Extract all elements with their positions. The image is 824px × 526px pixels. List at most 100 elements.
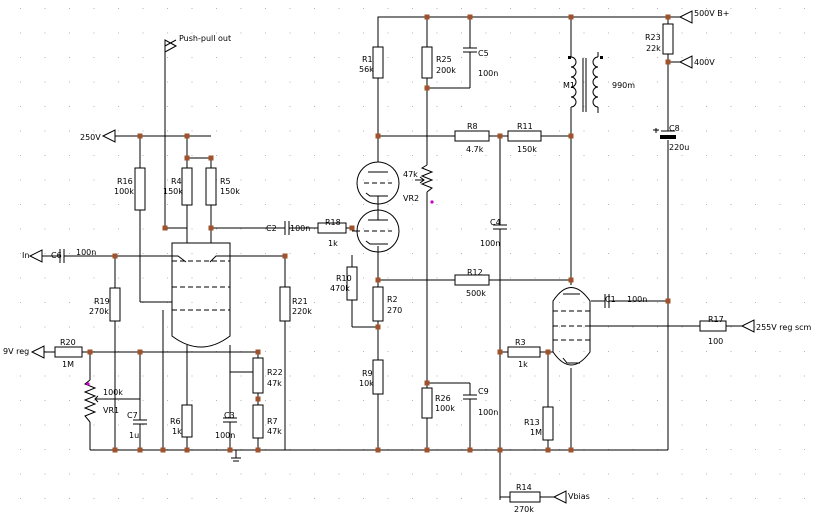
- grid-dot: [44, 204, 46, 205]
- grid-dot: [412, 277, 413, 279]
- grid-dot: [804, 32, 805, 34]
- grid-dot: [755, 155, 756, 156]
- grid-dot: [20, 228, 21, 230]
- grid-dot: [779, 277, 781, 279]
- grid-dot: [804, 498, 805, 499]
- grid-dot: [240, 228, 242, 230]
- grid-dot: [632, 81, 634, 83]
- grid-dot: [412, 204, 413, 205]
- junction-node: [375, 447, 381, 453]
- grid-dot: [510, 155, 511, 156]
- grid-dot: [412, 302, 413, 303]
- grid-dot: [338, 155, 340, 156]
- r14-body: [509, 491, 541, 503]
- grid-dot: [167, 424, 168, 426]
- grid-dot: [69, 449, 70, 450]
- grid-dot: [632, 375, 634, 377]
- grid-dot: [779, 424, 781, 426]
- grid-dot: [681, 130, 683, 132]
- grid-dot: [93, 277, 95, 279]
- grid-dot: [559, 277, 560, 279]
- grid-dot: [338, 204, 340, 205]
- grid-dot: [583, 155, 585, 156]
- grid-dot: [118, 253, 119, 254]
- grid-dot: [804, 326, 805, 328]
- grid-dot: [485, 57, 487, 58]
- grid-dot: [167, 8, 168, 9]
- grid-dot: [265, 375, 266, 377]
- grid-dot: [191, 498, 193, 499]
- grid-dot: [412, 155, 413, 156]
- grid-dot: [387, 277, 389, 279]
- grid-dot: [265, 351, 266, 352]
- grid-dot: [534, 253, 536, 254]
- grid-dot: [387, 204, 389, 205]
- grid-dot: [314, 32, 315, 34]
- r18-ref: R18: [325, 218, 341, 227]
- grid-dot: [412, 130, 413, 132]
- grid-dot: [20, 106, 21, 107]
- grid-dot: [314, 253, 315, 254]
- grid-dot: [485, 302, 487, 303]
- grid-dot: [461, 228, 462, 230]
- c8-ref: C8: [669, 124, 680, 133]
- grid-dot: [191, 253, 193, 254]
- grid-dot: [314, 400, 315, 401]
- grid-dot: [804, 449, 805, 450]
- grid-dot: [412, 326, 413, 328]
- grid-dot: [632, 473, 634, 475]
- vr2-body: [420, 164, 434, 193]
- grid-dot: [387, 375, 389, 377]
- grid-dot: [559, 57, 560, 58]
- grid-dot: [93, 400, 95, 401]
- grid-dot: [118, 106, 119, 107]
- r17-body: [699, 320, 727, 332]
- grid-dot: [240, 326, 242, 328]
- grid-dot: [118, 228, 119, 230]
- grid-dot: [583, 473, 585, 475]
- grid-dot: [510, 106, 511, 107]
- r23-ref: R23: [645, 33, 661, 42]
- grid-dot: [69, 155, 70, 156]
- vr1-value: 100k: [103, 388, 123, 397]
- grid-dot: [118, 400, 119, 401]
- grid-dot: [657, 326, 658, 328]
- grid-dot: [436, 228, 438, 230]
- grid-dot: [387, 106, 389, 107]
- grid-dot: [706, 253, 707, 254]
- grid-dot: [167, 277, 168, 279]
- grid-dot: [338, 57, 340, 58]
- grid-dot: [20, 498, 21, 499]
- grid-dot: [240, 498, 242, 499]
- grid-dot: [265, 424, 266, 426]
- grid-dot: [681, 400, 683, 401]
- r4-body: [181, 167, 193, 206]
- r7-body: [252, 404, 264, 439]
- grid-dot: [461, 473, 462, 475]
- grid-dot: [314, 302, 315, 303]
- grid-dot: [632, 57, 634, 58]
- grid-dot: [461, 302, 462, 303]
- grid-dot: [755, 400, 756, 401]
- junction-node: [375, 324, 381, 330]
- junction-node: [568, 277, 574, 283]
- grid-dot: [240, 400, 242, 401]
- grid-dot: [632, 351, 634, 352]
- junction-node: [208, 225, 214, 231]
- grid-dot: [216, 498, 217, 499]
- grid-dot: [608, 228, 609, 230]
- junction-node: [160, 447, 166, 453]
- junction-node: [255, 396, 261, 402]
- grid-dot: [559, 351, 560, 352]
- grid-dot: [657, 253, 658, 254]
- grid-dot: [338, 424, 340, 426]
- grid-dot: [510, 424, 511, 426]
- grid-dot: [387, 155, 389, 156]
- grid-dot: [510, 8, 511, 9]
- grid-dot: [69, 326, 70, 328]
- grid-dot: [804, 130, 805, 132]
- junction-node: [162, 225, 168, 231]
- grid-dot: [216, 155, 217, 156]
- grid-dot: [559, 253, 560, 254]
- grid-dot: [338, 81, 340, 83]
